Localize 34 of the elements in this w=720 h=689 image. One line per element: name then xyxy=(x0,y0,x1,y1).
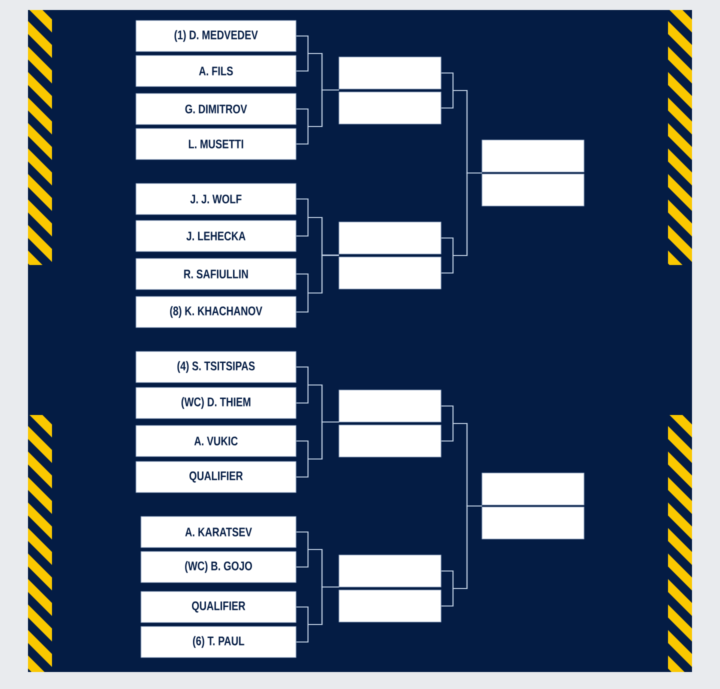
bracket-line xyxy=(296,421,339,478)
player-box: A. VUKIC xyxy=(136,425,296,457)
player-box: (WC) B. GOJO xyxy=(140,551,296,583)
player-box: R. SAFIULLIN xyxy=(136,258,296,290)
player-box: QUALIFIER xyxy=(136,461,296,493)
player-box: A. FILS xyxy=(136,55,296,87)
player-box: A. KARATSEV xyxy=(140,516,296,548)
player-box: L. MUSETTI xyxy=(136,128,296,160)
player-box: (4) S. TSITSIPAS xyxy=(136,351,296,383)
empty-slot-box xyxy=(338,92,442,124)
empty-slot-box xyxy=(482,174,584,206)
player-box: (1) D. MEDVEDEV xyxy=(136,20,296,52)
bracket-line xyxy=(296,89,339,145)
empty-slot-box xyxy=(338,390,442,422)
empty-slot-box xyxy=(338,256,442,290)
bracket-line xyxy=(441,172,482,274)
empty-slot-box xyxy=(482,472,584,506)
player-box: (6) T. PAUL xyxy=(140,626,296,658)
empty-slot-box xyxy=(338,590,442,622)
bracket-line xyxy=(296,586,339,643)
player-box: J. LEHECKA xyxy=(136,220,296,252)
bracket-line xyxy=(296,254,339,313)
empty-slot-box xyxy=(338,56,442,90)
empty-slot-box xyxy=(482,506,584,540)
empty-slot-box xyxy=(482,140,584,172)
player-box: J. J. WOLF xyxy=(136,183,296,215)
player-box: QUALIFIER xyxy=(140,591,296,623)
empty-slot-box xyxy=(338,424,442,458)
player-box: G. DIMITROV xyxy=(136,93,296,125)
empty-slot-box xyxy=(338,554,442,588)
bracket-line xyxy=(441,505,482,607)
empty-slot-box xyxy=(338,222,442,254)
player-box: (8) K. KHACHANOV xyxy=(136,296,296,328)
player-box: (WC) D. THIEM xyxy=(136,387,296,419)
